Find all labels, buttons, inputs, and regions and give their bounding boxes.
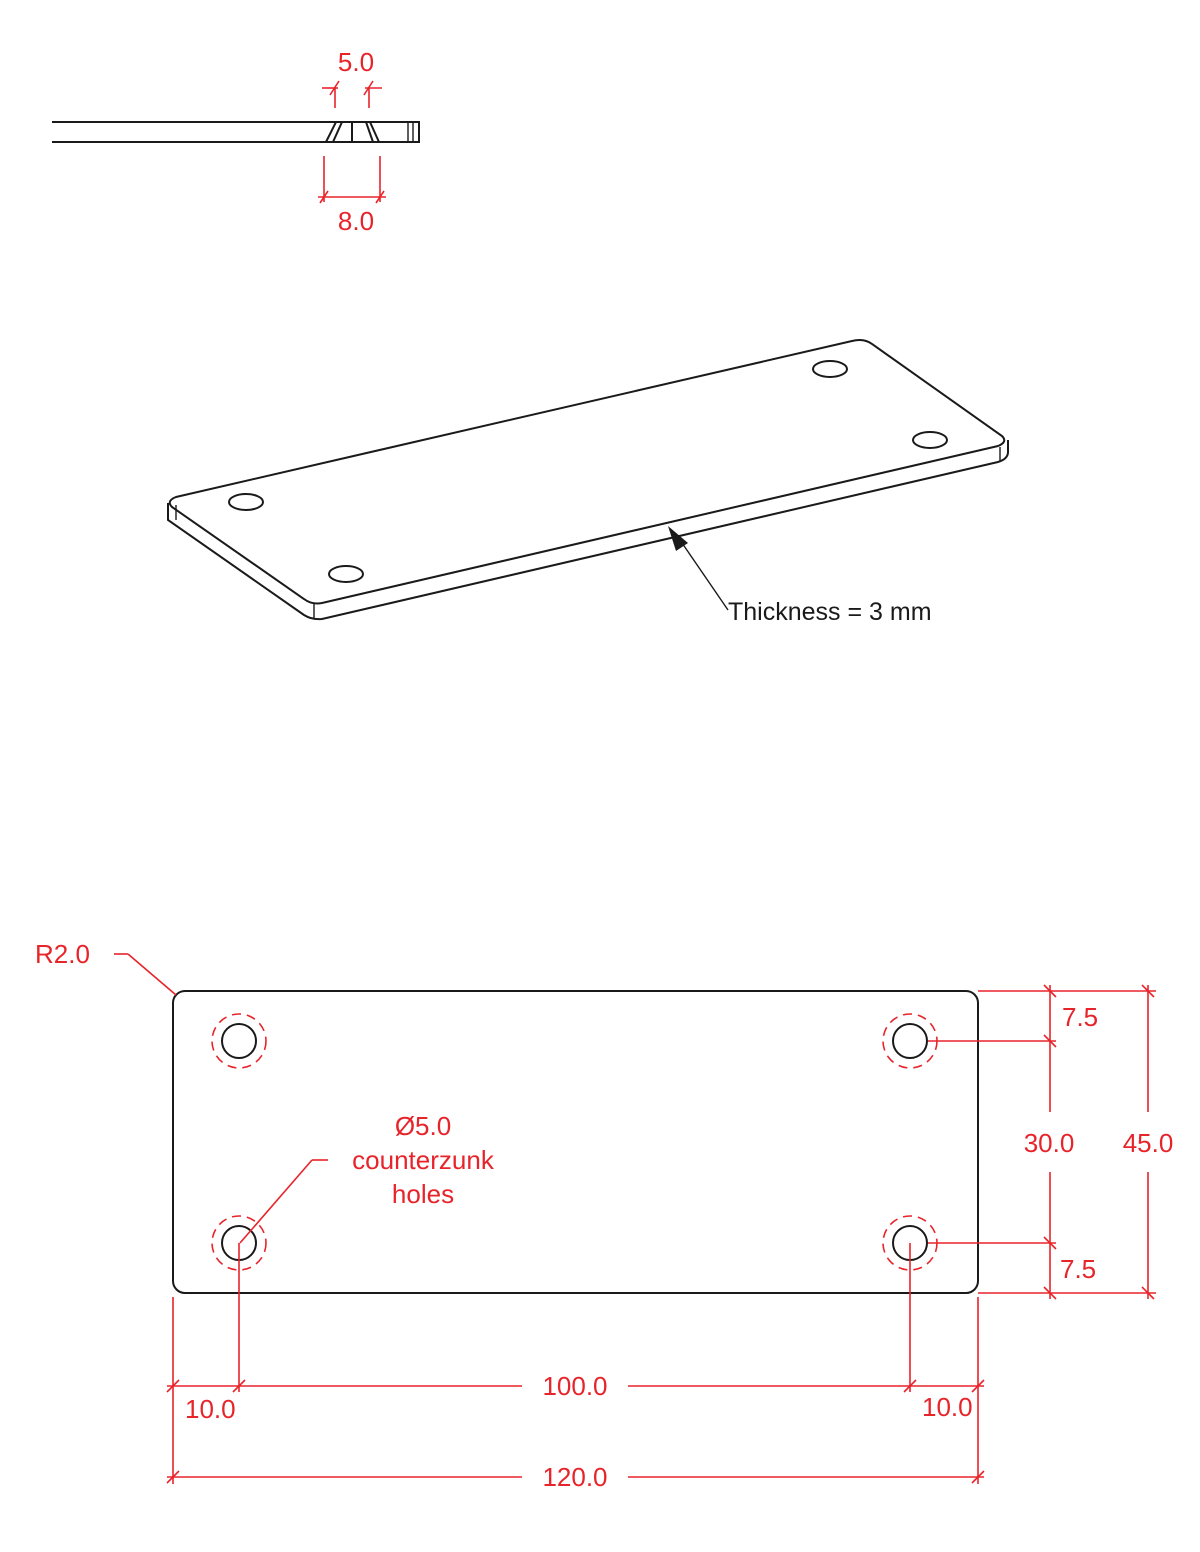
hole-spacing-vertical-dim: 30.0 — [1024, 1128, 1075, 1158]
thickness-note: Thickness = 3 mm — [728, 598, 932, 626]
hole-spacing-horizontal-dim: 100.0 — [542, 1371, 607, 1401]
corner-radius-label: R2.0 — [35, 939, 90, 969]
isometric-view: Thickness = 3 mm — [167, 339, 1009, 626]
hole-note-plural: holes — [392, 1179, 454, 1209]
overall-height-dim: 45.0 — [1123, 1128, 1174, 1158]
left-offset-dim: 10.0 — [185, 1394, 236, 1424]
overall-width-dim: 120.0 — [542, 1462, 607, 1492]
hole-top-left — [211, 1013, 267, 1069]
side-section-view: 5.0 8.0 — [52, 47, 420, 236]
hole-note-type: counterzunk — [352, 1145, 495, 1175]
top-view: R2.0 Ø5.0 counterzunk holes 7.5 30.0 7.5… — [35, 939, 1173, 1492]
bottom-offset-dim: 7.5 — [1060, 1254, 1096, 1284]
right-offset-dim: 10.0 — [922, 1392, 973, 1422]
countersink-bottom-dim: 8.0 — [338, 206, 374, 236]
top-offset-dim: 7.5 — [1062, 1002, 1098, 1032]
countersink-top-dim: 5.0 — [338, 47, 374, 77]
hole-note-diameter: Ø5.0 — [395, 1111, 451, 1141]
